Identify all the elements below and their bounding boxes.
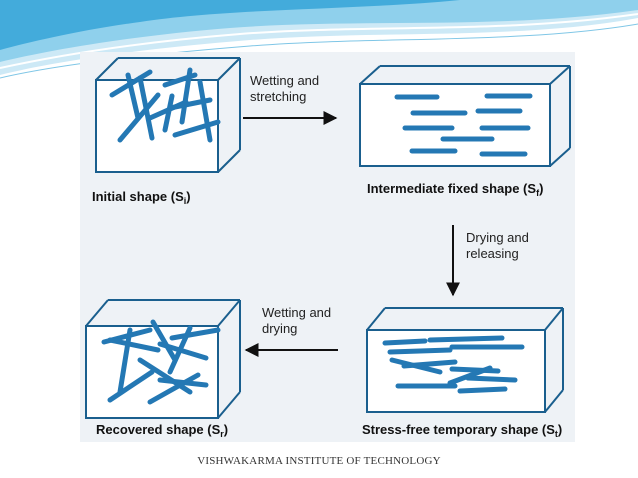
label-recovered-shape: Recovered shape (Sr) (96, 422, 228, 439)
label-intermediate-shape: Intermediate fixed shape (Sf) (367, 181, 543, 198)
header-wave (0, 0, 638, 79)
step-wetting-drying: Wetting and drying (262, 305, 335, 336)
step-drying-releasing: Drying and releasing (466, 230, 533, 261)
step-wetting-stretching: Wetting and stretching (250, 73, 323, 104)
intermediate-shape-box (359, 65, 571, 167)
stress-free-shape-fibers (382, 335, 525, 394)
label-initial-shape: Initial shape (Si) (92, 189, 191, 206)
initial-shape-fibers (109, 67, 221, 143)
footer-institute-name: VISHWAKARMA INSTITUTE OF TECHNOLOGY (197, 455, 441, 467)
label-stress-free-shape: Stress-free temporary shape (St) (362, 422, 562, 439)
recovered-shape-fibers (101, 319, 221, 405)
intermediate-shape-fibers (394, 93, 533, 157)
